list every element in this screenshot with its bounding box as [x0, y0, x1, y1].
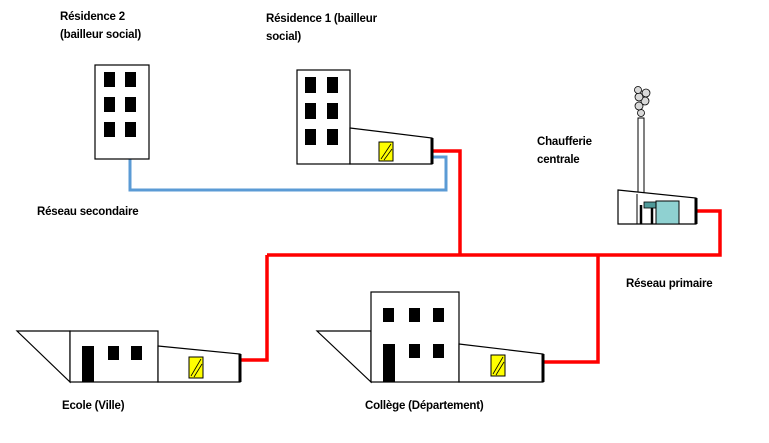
primary-network-college-branch: [543, 255, 600, 364]
primary-network-main-line: [267, 209, 722, 257]
reseau-secondaire-label: Réseau secondaire: [37, 206, 139, 218]
substation-icon: [378, 141, 394, 162]
college-door: [383, 344, 395, 382]
window: [125, 72, 136, 87]
residence-1-label-line1: Résidence 1 (bailleur: [266, 13, 377, 25]
residence-1-label: Résidence 1 (bailleur social): [266, 10, 377, 46]
chaufferie-label-line1: Chaufferie: [537, 136, 592, 148]
window: [409, 308, 420, 322]
residence-1-label-line2: social): [266, 31, 302, 43]
window: [433, 344, 444, 358]
residence-2-label-line2: (bailleur social): [60, 29, 141, 41]
window: [125, 122, 136, 137]
college-roof-slope: [315, 330, 372, 384]
primary-network: [240, 149, 722, 364]
chimney-connector-pipe: [643, 201, 657, 209]
substation-icon: [490, 354, 506, 377]
window: [104, 122, 115, 137]
substation-icon: [188, 356, 204, 379]
window: [305, 129, 316, 145]
window: [108, 346, 119, 360]
residence-1-facade: [296, 69, 351, 165]
residence-2-label-line1: Résidence 2: [60, 11, 125, 23]
window: [104, 72, 115, 87]
window: [125, 97, 136, 112]
boiler-icon: [655, 200, 680, 225]
ecole-label: Ecole (Ville): [62, 400, 125, 412]
residence-2-building: [94, 64, 150, 160]
reseau-primaire-label: Réseau primaire: [626, 278, 713, 290]
window: [327, 129, 338, 145]
window: [104, 97, 115, 112]
window: [327, 103, 338, 119]
window: [305, 77, 316, 93]
window: [383, 308, 394, 322]
window: [327, 77, 338, 93]
ecole-roof-slope: [15, 330, 71, 384]
residence-1-building: [296, 69, 434, 165]
window: [409, 344, 420, 358]
chaufferie-label: Chaufferie centrale: [537, 133, 592, 169]
window: [305, 103, 316, 119]
primary-network-residence1-branch: [408, 149, 462, 255]
ecole-door: [82, 346, 94, 382]
college-label: Collège (Département): [365, 400, 484, 412]
residence-2-facade: [94, 64, 150, 160]
residence-2-label: Résidence 2 (bailleur social): [60, 8, 141, 44]
chaufferie-label-line2: centrale: [537, 154, 580, 166]
college-building: [315, 291, 545, 384]
window: [433, 308, 444, 322]
central-boiler-house: [617, 86, 698, 225]
primary-network-ecole-branch: [240, 255, 269, 362]
smoke-icon: [634, 86, 651, 117]
window: [131, 346, 142, 360]
ecole-building: [15, 330, 242, 384]
